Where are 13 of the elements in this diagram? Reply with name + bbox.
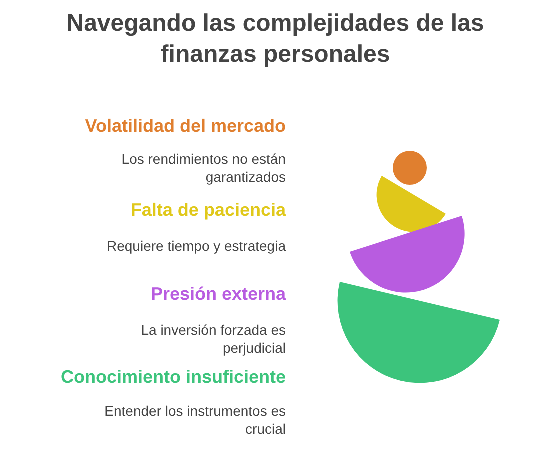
- heading: Conocimiento insuficiente: [60, 367, 286, 388]
- semicircle-shape: [338, 282, 500, 384]
- title: Navegando las complejidades de las finanzas personales: [66, 9, 486, 70]
- semicircle-shape: [376, 176, 446, 232]
- heading: Volatilidad del mercado: [85, 116, 286, 137]
- semicircle-shape: [350, 216, 465, 293]
- description: Entender los instrumentos es crucial: [104, 402, 286, 438]
- heading: Falta de paciencia: [130, 200, 286, 221]
- description: Los rendimientos no están garantizados: [120, 150, 286, 186]
- description: Requiere tiempo y estrategia: [106, 237, 286, 255]
- heading: Presión externa: [150, 284, 286, 305]
- circle-shape: [393, 151, 427, 185]
- description: La inversión forzada es perjudicial: [140, 321, 286, 357]
